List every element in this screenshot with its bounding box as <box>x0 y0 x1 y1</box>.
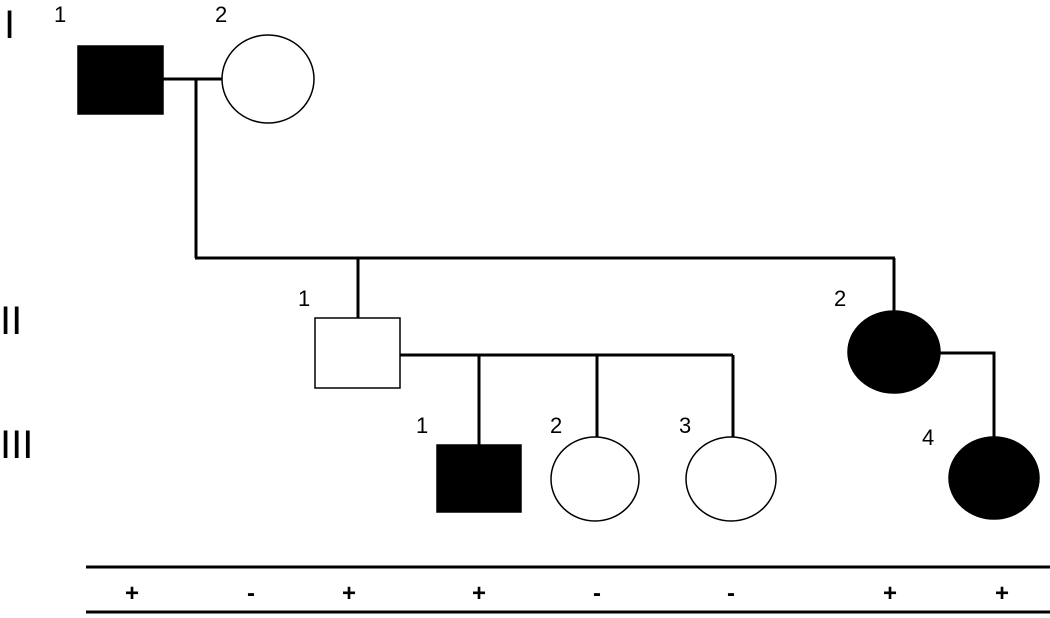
individual-number-i-2: 2 <box>215 2 227 27</box>
individual-number-ii-2: 2 <box>834 286 846 311</box>
pedigree-lines <box>163 77 996 445</box>
status-cell: + <box>883 580 897 607</box>
individual-i-2-circle <box>221 34 315 124</box>
individual-iii-1-square <box>436 444 522 513</box>
generation-label-ii: II <box>0 299 22 343</box>
status-cell: + <box>125 580 139 607</box>
status-cell: + <box>995 580 1009 607</box>
generation-label-iii: III <box>0 423 33 467</box>
individual-number-iii-4: 4 <box>922 425 934 450</box>
individual-ii-2-circle <box>847 310 941 394</box>
individual-ii-1-square <box>314 317 401 389</box>
status-cell: + <box>342 580 356 607</box>
status-cell: - <box>593 580 601 607</box>
individual-number-i-1: 1 <box>54 2 66 27</box>
individual-number-iii-3: 3 <box>679 413 691 438</box>
individual-i-1-square <box>77 45 164 115</box>
generation-label-i: I <box>4 3 15 47</box>
descent-line-iii-4 <box>939 351 996 438</box>
individual-iii-2-circle <box>550 436 640 522</box>
individual-number-iii-2: 2 <box>550 413 562 438</box>
individual-number-iii-1: 1 <box>416 413 428 438</box>
individual-iii-4-circle <box>948 436 1040 520</box>
status-cell: + <box>472 580 486 607</box>
individual-iii-3-circle <box>685 436 777 522</box>
status-cell: - <box>727 580 735 607</box>
status-cell: - <box>247 580 255 607</box>
individual-number-ii-1: 1 <box>298 286 310 311</box>
status-row: + - + + - - + + <box>125 580 1009 607</box>
